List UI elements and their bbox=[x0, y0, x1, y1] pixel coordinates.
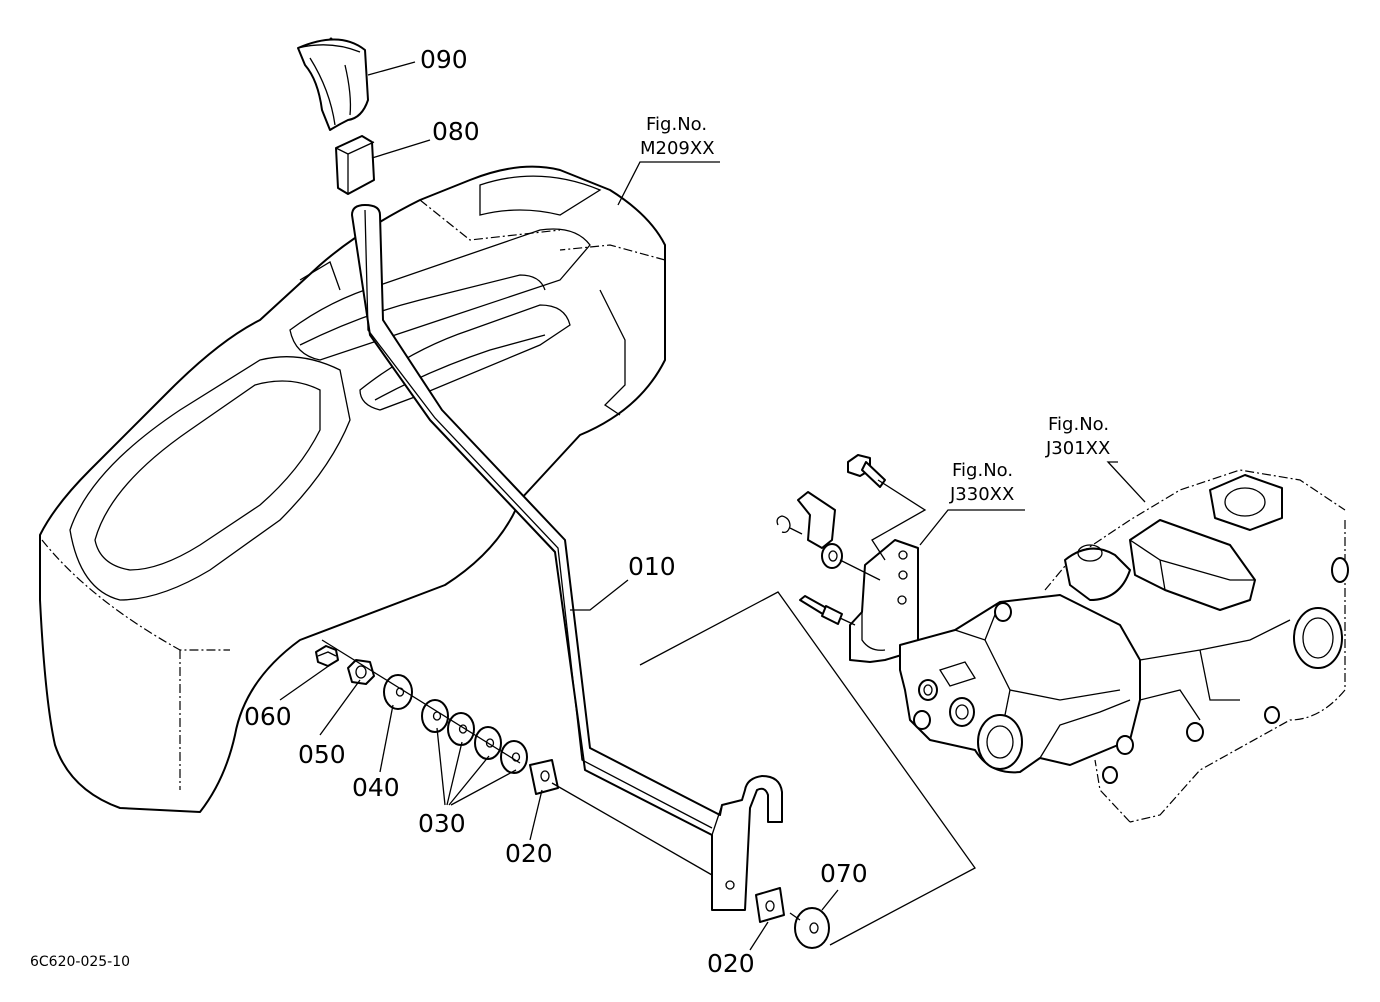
label-060: 060 bbox=[244, 702, 292, 731]
label-070: 070 bbox=[820, 859, 868, 888]
bracket-plate bbox=[849, 539, 919, 663]
washers-030 bbox=[421, 699, 528, 774]
washer-040 bbox=[383, 674, 413, 710]
lever-guide-housing bbox=[39, 165, 666, 813]
bolt bbox=[847, 454, 886, 488]
label-080: 080 bbox=[432, 117, 480, 146]
fig-ref-m209xx: Fig.No. M209XX bbox=[640, 114, 715, 159]
hydraulic-cylinder-case bbox=[1044, 469, 1349, 823]
diagram-code: 6C620-025-10 bbox=[30, 954, 130, 970]
bushing-020-upper bbox=[529, 759, 559, 795]
fig-ref-number: J330XX bbox=[949, 484, 1014, 505]
lever-sleeve-080 bbox=[335, 135, 375, 195]
fig-ref-number: M209XX bbox=[640, 138, 715, 159]
link-arm bbox=[797, 491, 843, 569]
fig-ref-j330xx: Fig.No. J330XX bbox=[949, 460, 1014, 505]
screw bbox=[799, 595, 843, 625]
label-050: 050 bbox=[298, 740, 346, 769]
spacer-nut-050 bbox=[347, 659, 375, 685]
fig-ref-title: Fig.No. bbox=[646, 114, 707, 135]
fig-ref-title: Fig.No. bbox=[952, 460, 1013, 481]
label-010: 010 bbox=[628, 552, 676, 581]
lever-grip-090 bbox=[297, 37, 369, 131]
label-020-lower: 020 bbox=[707, 949, 755, 978]
lever-rod-010 bbox=[351, 204, 783, 911]
label-040: 040 bbox=[352, 773, 400, 802]
fig-ref-number: J301XX bbox=[1045, 438, 1110, 459]
washer-070 bbox=[794, 907, 830, 949]
hydraulic-valve-body bbox=[899, 594, 1141, 774]
nut-060 bbox=[315, 645, 339, 667]
snap-ring bbox=[776, 515, 791, 534]
fig-ref-title: Fig.No. bbox=[1048, 414, 1109, 435]
label-030: 030 bbox=[418, 809, 466, 838]
label-020-upper: 020 bbox=[505, 839, 553, 868]
bushing-020-lower bbox=[755, 887, 785, 923]
fig-ref-j301xx: Fig.No. J301XX bbox=[1045, 414, 1110, 459]
label-090: 090 bbox=[420, 45, 468, 74]
